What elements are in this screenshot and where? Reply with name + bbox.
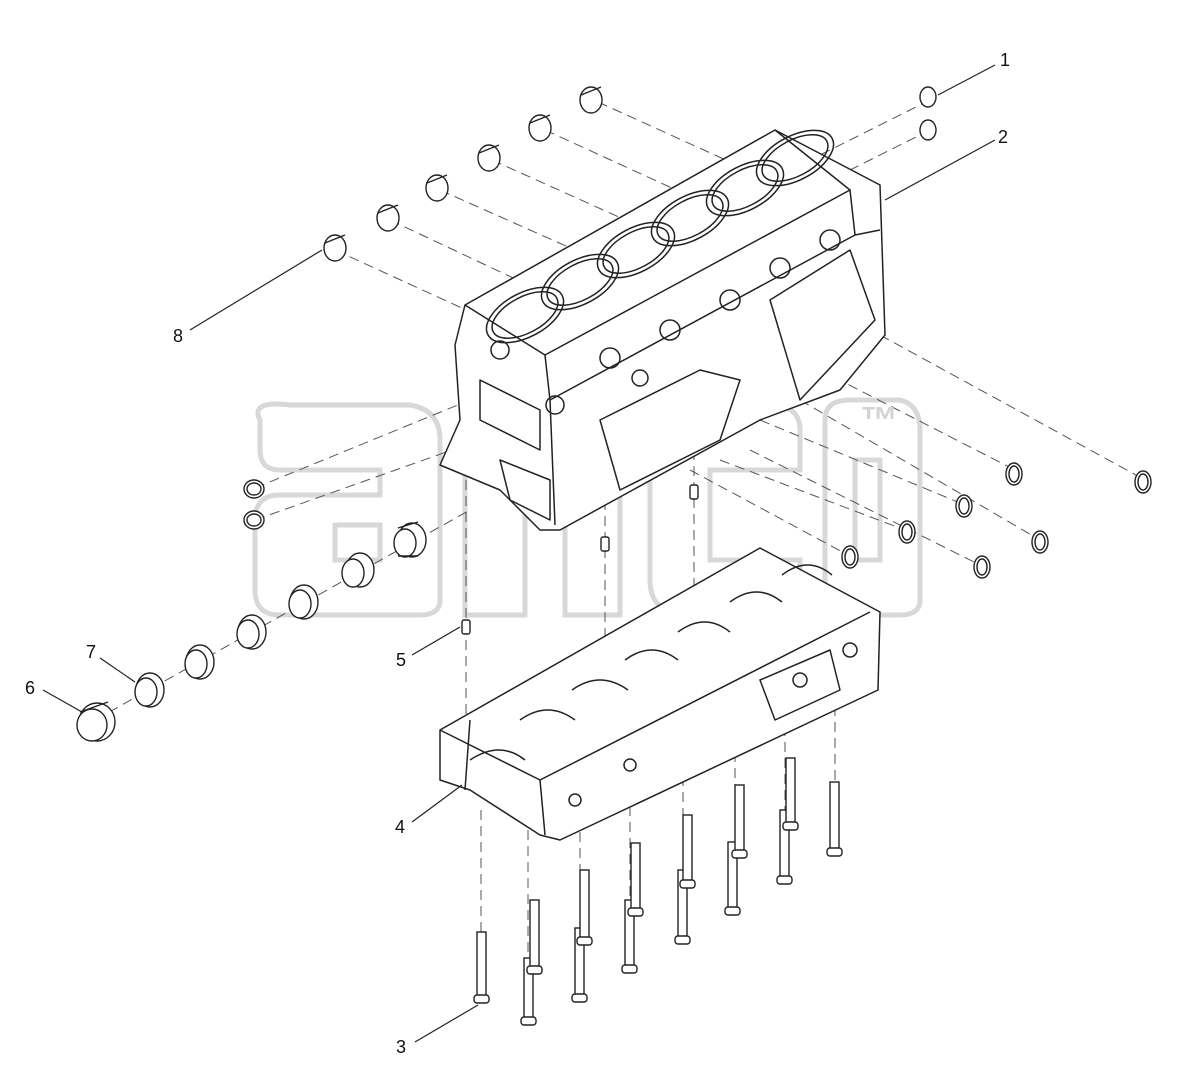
core-plug: [425, 174, 449, 202]
bushing-large: [76, 701, 116, 742]
callout-labels: 1 2 3 4 5 6 7 8: [25, 50, 1010, 1057]
bolt: [576, 869, 593, 946]
bolt: [724, 841, 741, 916]
bushing: [134, 672, 165, 708]
bolt: [826, 781, 843, 857]
callout-4: 4: [395, 817, 405, 837]
main-bearing-bolts: [473, 757, 843, 1026]
plug-small: [919, 86, 937, 108]
plug-small: [919, 119, 937, 141]
bolt: [776, 809, 793, 885]
cylinder-bores: [485, 129, 835, 344]
bolt: [731, 784, 748, 859]
core-plug: [579, 86, 603, 114]
core-plugs-top: [323, 86, 937, 262]
core-plug: [376, 204, 400, 232]
cylinder-block: [439, 129, 886, 531]
bolt: [627, 842, 644, 917]
core-plug: [323, 234, 347, 262]
bedplate: [439, 547, 881, 841]
bolt: [520, 957, 537, 1026]
camshaft-bushings: [76, 521, 427, 742]
callout-8: 8: [173, 326, 183, 346]
core-plug: [528, 114, 552, 142]
bolt: [674, 869, 691, 945]
bushing: [236, 614, 267, 650]
callout-2: 2: [998, 127, 1008, 147]
callout-1: 1: [1000, 50, 1010, 70]
bushing: [341, 552, 375, 588]
callout-5: 5: [396, 650, 406, 670]
side-plugs-right: [841, 462, 1152, 579]
bolt: [473, 931, 490, 1004]
callout-3: 3: [396, 1037, 406, 1057]
side-plugs-left: [243, 479, 265, 530]
bolt: [782, 757, 799, 831]
watermark-trademark: ™: [860, 400, 899, 442]
callout-7: 7: [86, 642, 96, 662]
bolt: [679, 814, 696, 889]
bushing: [288, 584, 319, 620]
bushing: [184, 644, 215, 680]
bushing: [393, 521, 427, 558]
dowel-pins: [461, 484, 699, 635]
bolt: [621, 899, 638, 974]
bolt: [526, 899, 543, 975]
callout-6: 6: [25, 678, 35, 698]
leader-lines: [42, 64, 996, 1043]
core-plug: [477, 144, 501, 172]
